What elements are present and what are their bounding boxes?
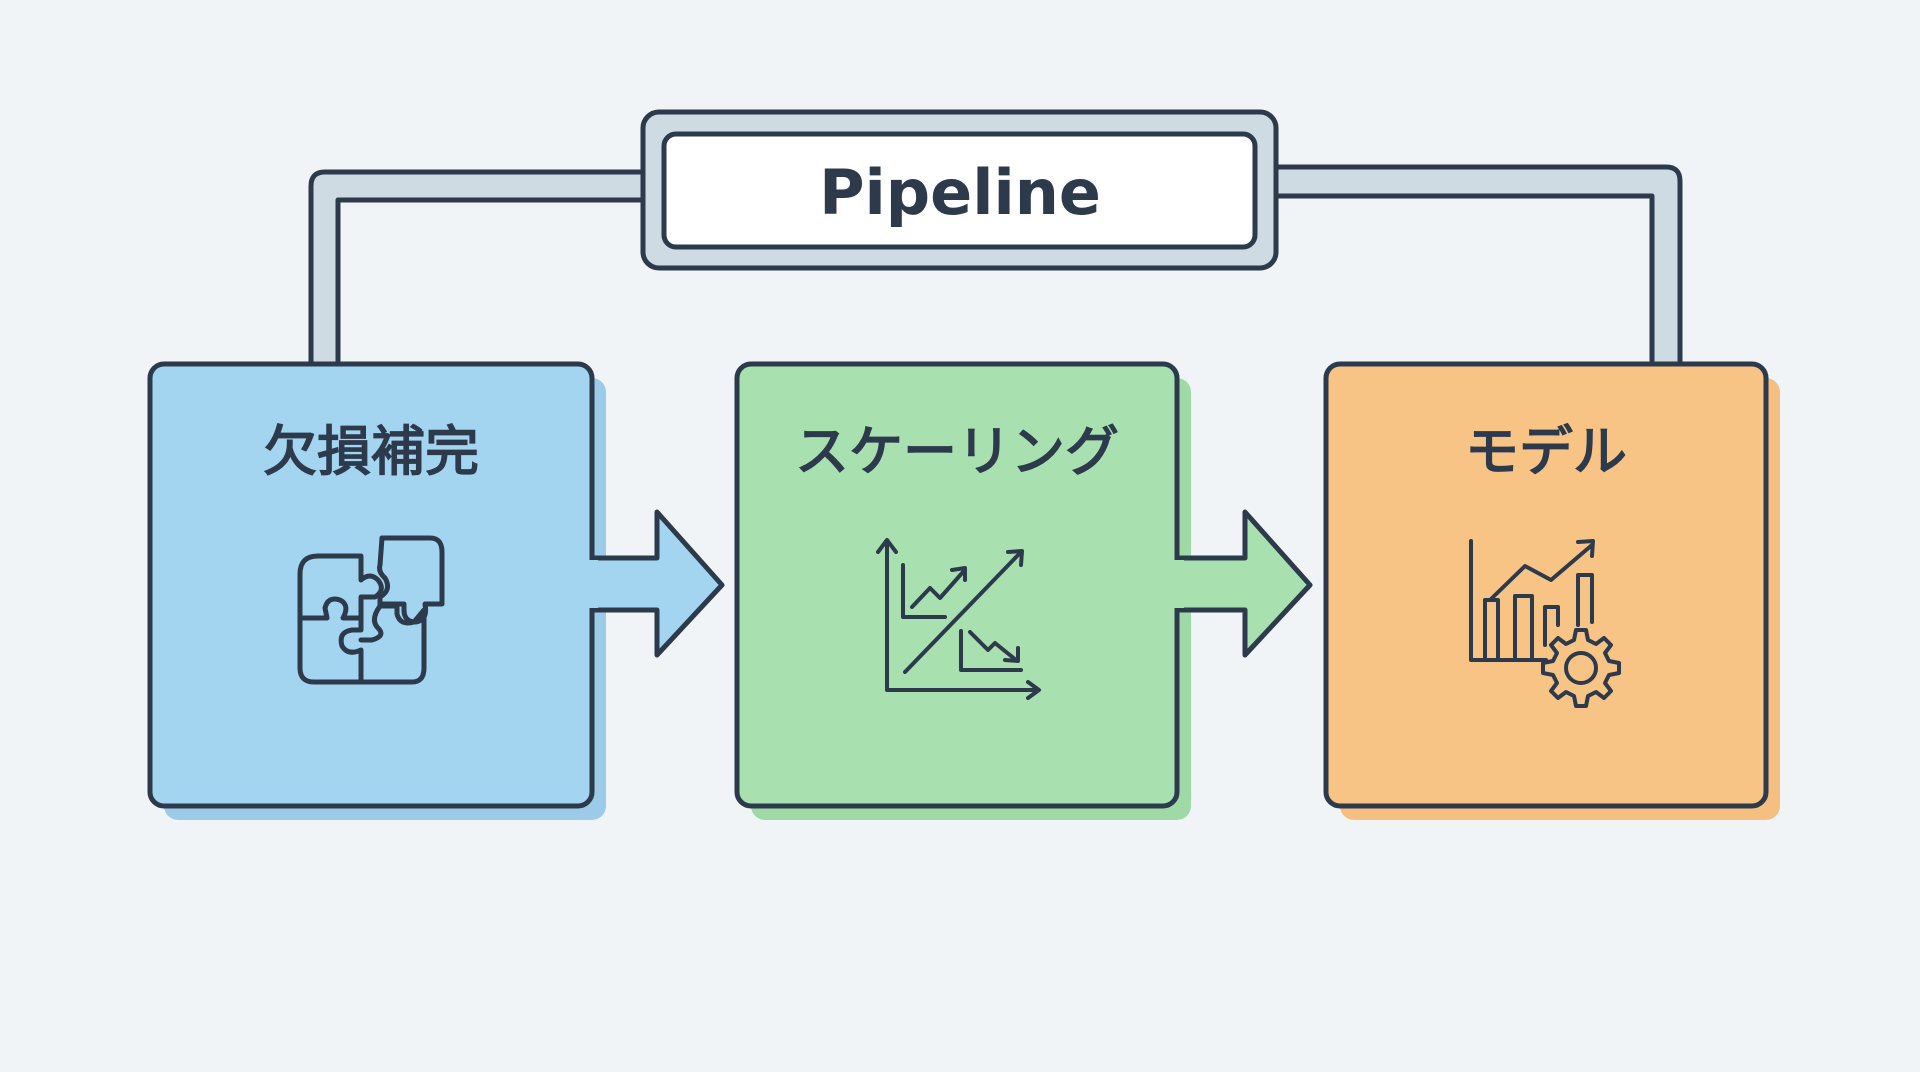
step-box-model[interactable]: モデル xyxy=(1323,361,1780,820)
pipe-connector-right xyxy=(1271,164,1683,367)
arrow-imputation-to-scaling xyxy=(587,509,725,658)
step-box-imputation[interactable]: 欠損補完 xyxy=(147,361,725,820)
model-chart-gear-icon xyxy=(1469,539,1621,708)
pipeline-title: Pipeline xyxy=(819,156,1101,229)
step-label: モデル xyxy=(1465,420,1627,483)
pipeline-title-box: Pipeline xyxy=(640,109,1279,271)
puzzle-icon xyxy=(297,535,445,685)
step-box-scaling[interactable]: スケーリング xyxy=(734,361,1313,820)
pipe-connector-left xyxy=(308,169,648,367)
step-label: スケーリング xyxy=(795,420,1119,483)
scaling-chart-icon xyxy=(876,538,1041,700)
arrow-scaling-to-model xyxy=(1172,509,1313,658)
gear-icon xyxy=(1541,628,1621,708)
step-label: 欠損補完 xyxy=(263,420,479,483)
